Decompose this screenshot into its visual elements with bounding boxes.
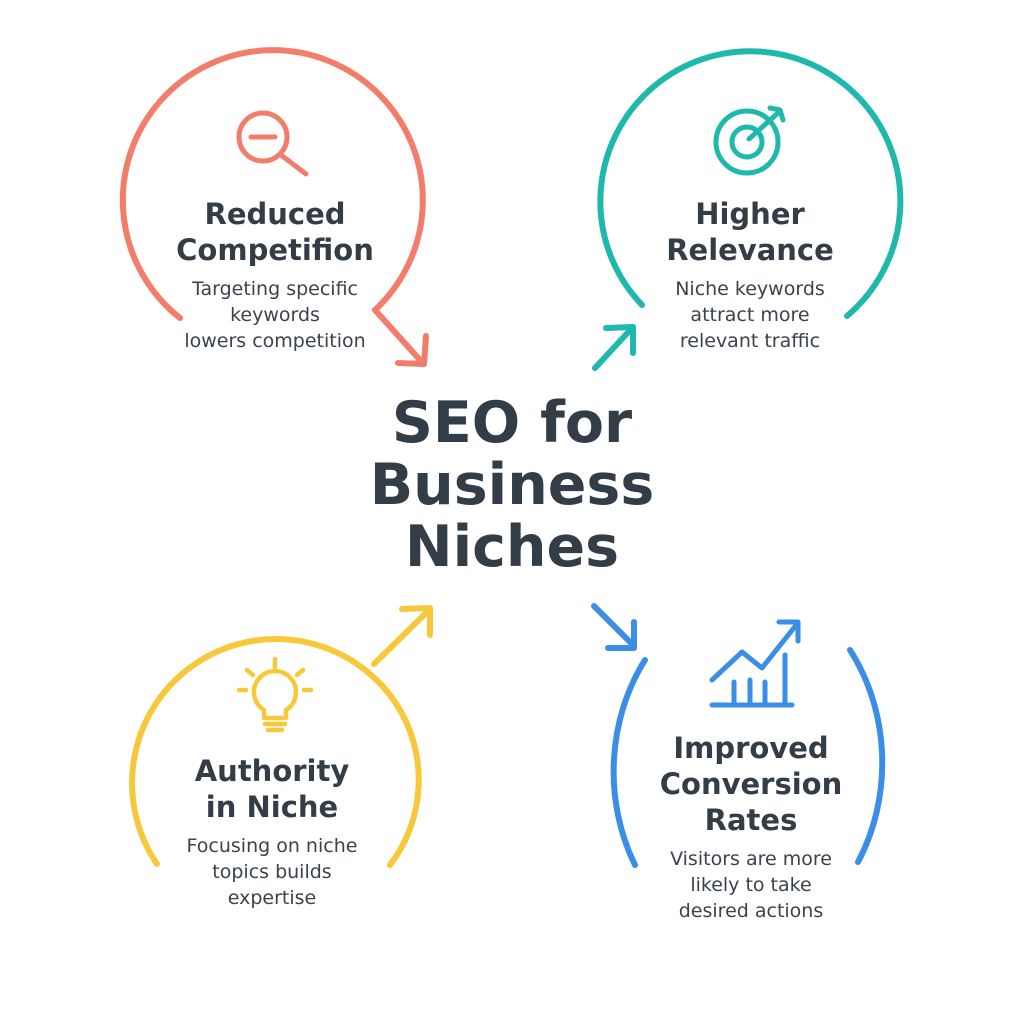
title-line: Conversion xyxy=(659,767,843,801)
reduced-competition-ring xyxy=(119,47,429,367)
desc-line: Visitors are more xyxy=(670,848,832,870)
authority-ring xyxy=(129,605,433,868)
desc-line: lowers competition xyxy=(184,330,366,352)
authority-description: Focusing on niche topics builds expertis… xyxy=(152,833,392,911)
title-line: Competifion xyxy=(176,233,374,267)
desc-line: Focusing on niche xyxy=(186,835,358,857)
reduced-competition-description: Targeting specific keywords lowers compe… xyxy=(155,276,395,354)
main-title-line: Business xyxy=(369,452,655,518)
desc-line: desired actions xyxy=(678,900,824,922)
target-icon xyxy=(713,105,786,176)
desc-line: Targeting specific xyxy=(192,278,358,300)
title-line: in Niche xyxy=(205,790,339,824)
title-line: Reduced xyxy=(204,197,346,231)
lightbulb-icon xyxy=(236,656,314,733)
title-line: Improved xyxy=(673,731,829,765)
desc-line: relevant traffic xyxy=(679,330,821,352)
main-title-line: SEO for xyxy=(391,390,633,456)
title-line: Authority xyxy=(194,754,350,788)
higher-relevance-block: Higher Relevance Niche keywords attract … xyxy=(630,196,870,354)
desc-line: expertise xyxy=(227,887,317,909)
authority-title: Authority in Niche xyxy=(152,753,392,825)
reduced-competition-block: Reduced Competifion Targeting specific k… xyxy=(155,196,395,354)
main-title: SEO for Business Niches xyxy=(312,392,712,578)
title-line: Higher xyxy=(695,197,805,231)
main-title-line: Niches xyxy=(404,514,620,580)
title-line: Relevance xyxy=(666,233,834,267)
title-line: Rates xyxy=(704,803,798,837)
higher-relevance-title: Higher Relevance xyxy=(630,196,870,268)
desc-line: keywords xyxy=(230,304,320,326)
growth-chart-icon xyxy=(709,619,801,708)
conversion-description: Visitors are more likely to take desired… xyxy=(626,846,876,924)
desc-line: topics builds xyxy=(212,861,332,883)
desc-line: Niche keywords xyxy=(675,278,825,300)
higher-relevance-description: Niche keywords attract more relevant tra… xyxy=(630,276,870,354)
desc-line: attract more xyxy=(690,304,810,326)
authority-block: Authority in Niche Focusing on niche top… xyxy=(152,753,392,911)
conversion-title: Improved Conversion Rates xyxy=(626,730,876,838)
desc-line: likely to take xyxy=(690,874,812,896)
magnifier-minus-icon xyxy=(236,110,309,177)
reduced-competition-title: Reduced Competifion xyxy=(155,196,395,268)
higher-relevance-ring xyxy=(592,48,904,371)
conversion-block: Improved Conversion Rates Visitors are m… xyxy=(626,730,876,924)
conversion-ring xyxy=(591,603,886,868)
